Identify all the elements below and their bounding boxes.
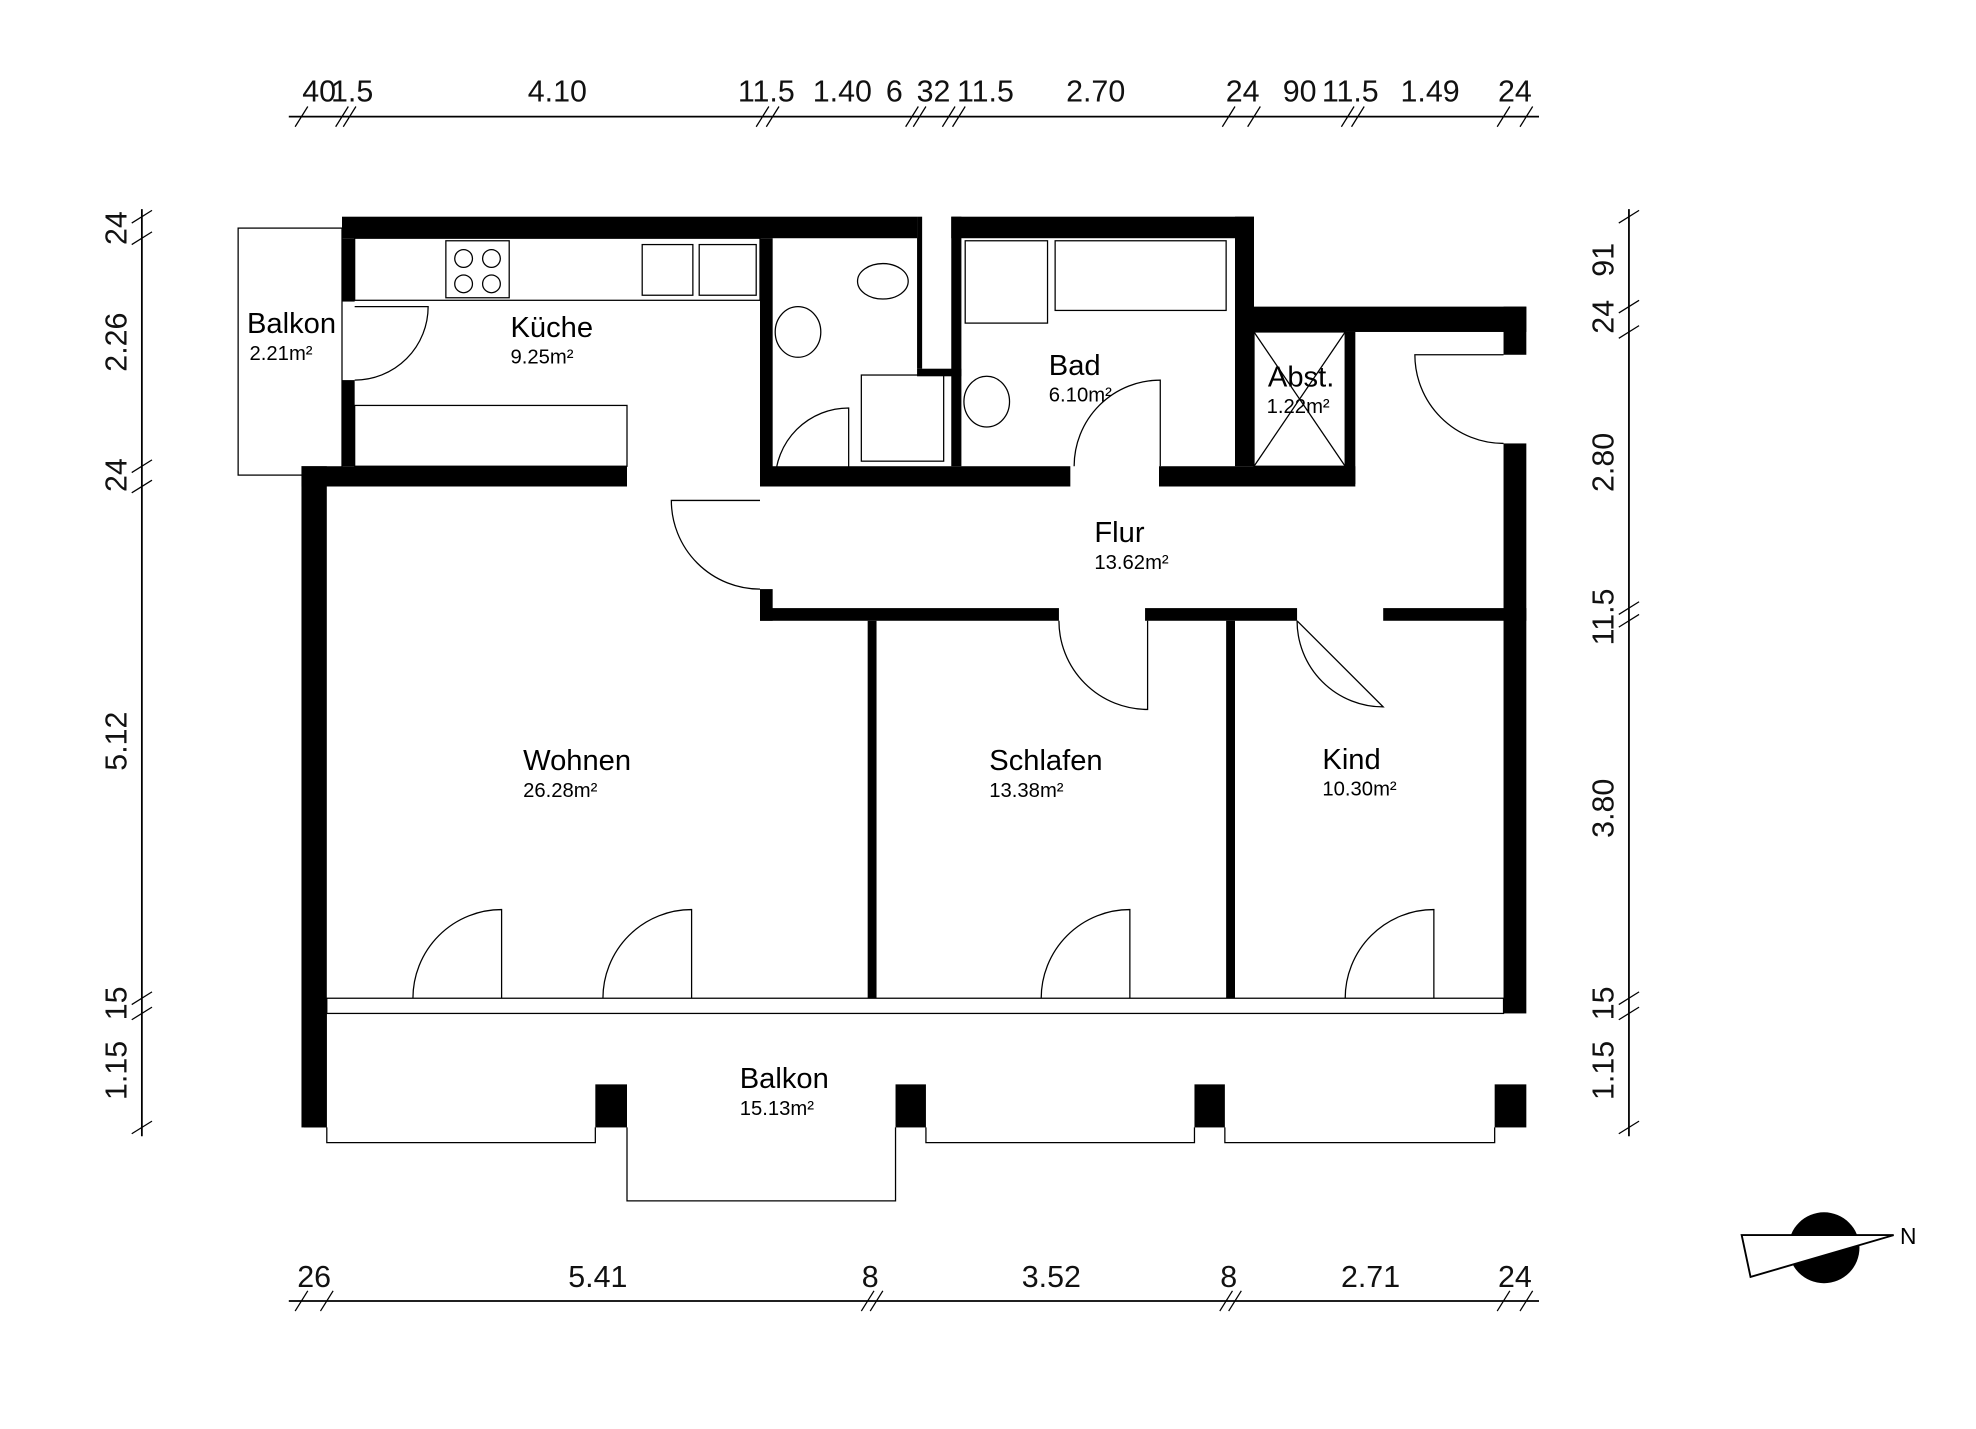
dimension-label: 3.52 (1022, 1260, 1081, 1294)
room-name: Balkon (247, 308, 336, 340)
room-name: Schlafen (989, 745, 1102, 777)
room-name: Flur (1094, 517, 1144, 549)
dimension-left: 24 2.26 24 5.12 15 1.15 (100, 211, 134, 1100)
room-area: 9.25m² (510, 347, 573, 369)
windows-and-balconies (237, 227, 1505, 1202)
room-kueche: Küche 9.25m² (510, 312, 593, 369)
dimension-label: 6 (886, 74, 903, 108)
dimension-label: 1.49 (1400, 74, 1459, 108)
dimension-label: 24 (1587, 300, 1621, 334)
room-schlafen: Schlafen 13.38m² (989, 745, 1102, 802)
dimension-label: 32 (917, 74, 951, 108)
room-name: Bad (1049, 350, 1101, 382)
dimension-label: 24 (100, 458, 134, 492)
walls (301, 216, 1527, 1128)
dimension-label: 2.70 (1066, 74, 1125, 108)
room-name: Kind (1322, 744, 1380, 776)
dimension-label: 11.5 (957, 74, 1014, 108)
dimension-label: 15 (100, 986, 134, 1020)
dimension-label: 24 (100, 211, 134, 245)
room-area: 26.28m² (523, 780, 598, 802)
room-area: 2.21m² (250, 343, 313, 365)
room-balkon-small: Balkon 2.21m² (247, 308, 336, 365)
dimension-label: 8 (1220, 1260, 1237, 1294)
room-name: Balkon (740, 1063, 829, 1095)
dimension-label: 11.5 (1322, 74, 1379, 108)
dimension-label: 1.15 (100, 1041, 134, 1100)
room-area: 10.30m² (1322, 779, 1397, 801)
room-name: Küche (510, 312, 593, 344)
room-area: 15.13m² (740, 1098, 815, 1120)
room-area: 13.38m² (989, 780, 1064, 802)
dimension-label: 24 (1498, 74, 1532, 108)
room-name: Wohnen (523, 745, 631, 777)
room-name: Abst. (1268, 361, 1334, 393)
room-balkon-large: Balkon 15.13m² (740, 1063, 829, 1120)
dimension-label: 40 (302, 74, 336, 108)
dimension-label: 24 (1498, 1260, 1532, 1294)
dimension-label: 2.80 (1587, 433, 1621, 492)
room-area: 6.10m² (1049, 385, 1112, 407)
dimension-label: 15 (1587, 986, 1621, 1020)
dimension-label: 90 (1283, 74, 1317, 108)
room-area: 1.22m² (1267, 396, 1330, 418)
dimension-label: 24 (1226, 74, 1260, 108)
north-arrow-icon: N (1740, 1212, 1916, 1284)
dimension-label: 11.5 (738, 74, 795, 108)
dimension-label: 91 (1587, 243, 1621, 277)
dimension-label: 5.12 (100, 712, 134, 771)
dimension-lines (131, 106, 1640, 1312)
room-bad: Bad 6.10m² (1049, 350, 1112, 407)
dimension-right: 91 24 2.80 11.5 3.80 15 1.15 (1587, 243, 1621, 1100)
dimension-label: 1.5 (331, 74, 373, 108)
dimension-label: 3.80 (1587, 779, 1621, 838)
dimension-label: 8 (862, 1260, 879, 1294)
dimension-label: 26 (297, 1260, 331, 1294)
room-area: 13.62m² (1094, 552, 1169, 574)
doors (354, 305, 1504, 999)
room-abst: Abst. 1.22m² (1267, 361, 1335, 418)
room-wohnen: Wohnen 26.28m² (523, 745, 631, 802)
room-flur: Flur 13.62m² (1094, 517, 1169, 574)
dimension-label: 2.26 (100, 313, 134, 372)
dimension-label: 11.5 (1587, 589, 1621, 646)
room-kind: Kind 10.30m² (1322, 744, 1397, 801)
dimension-label: 2.71 (1341, 1260, 1400, 1294)
dimension-label: 4.10 (528, 74, 587, 108)
dimension-bottom: 26 5.41 8 3.52 8 2.71 24 (297, 1260, 1532, 1294)
compass-label: N (1900, 1223, 1916, 1249)
dimension-label: 1.40 (813, 74, 872, 108)
dimension-label: 5.41 (568, 1260, 627, 1294)
dimension-label: 1.15 (1587, 1041, 1621, 1100)
